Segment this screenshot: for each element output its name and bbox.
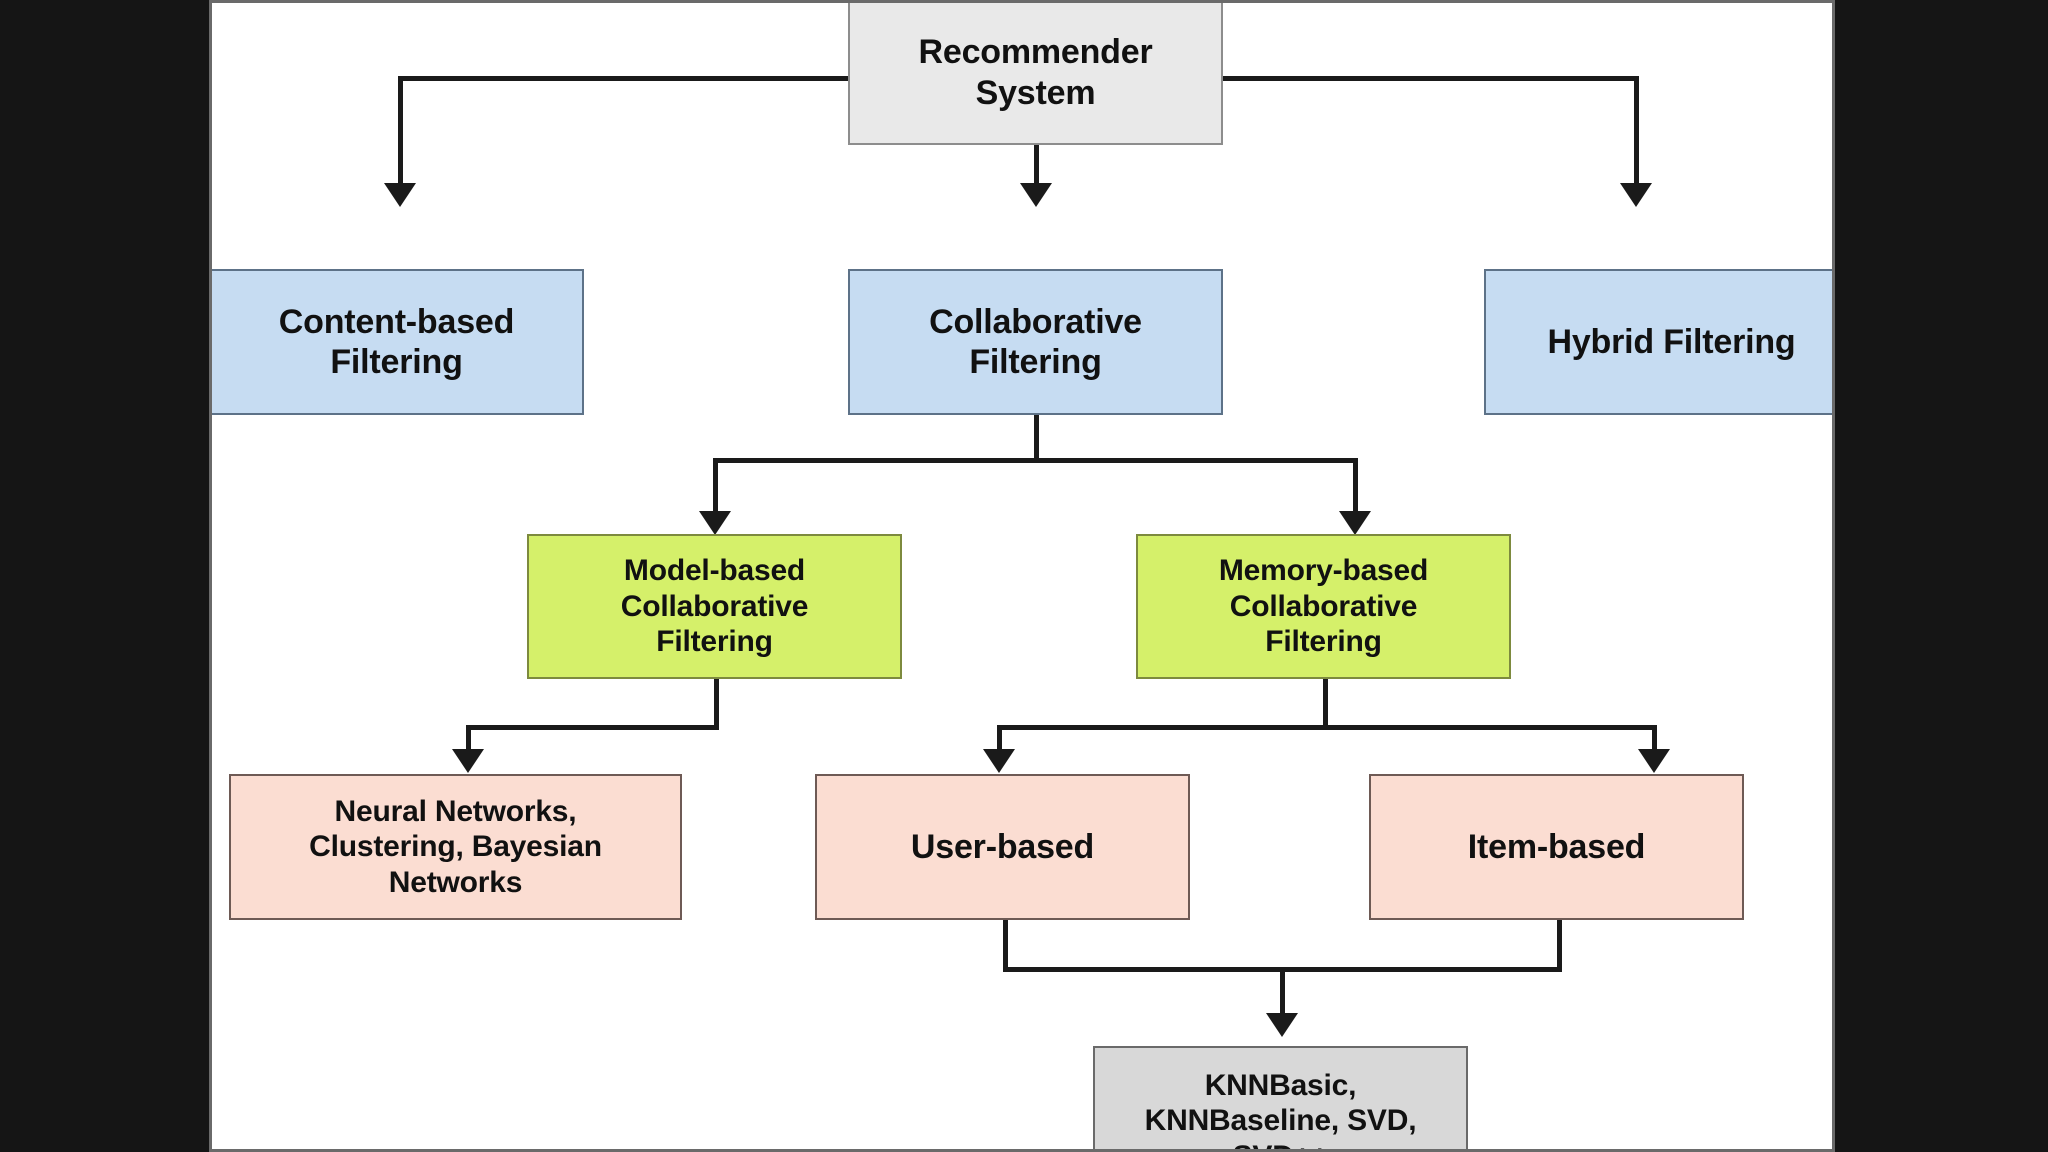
diagram-canvas: Recommender System Content-based Filteri…: [209, 0, 1835, 1152]
edge-root-to-content-vertical: [398, 76, 403, 186]
node-memory-based-collaborative-filtering[interactable]: Memory-based Collaborative Filtering: [1136, 534, 1511, 679]
edge-root-to-content-arrow: [384, 183, 416, 207]
edge-memory-to-item-arrow: [1638, 749, 1670, 773]
node-collaborative-filtering[interactable]: Collaborative Filtering: [848, 269, 1223, 415]
edge-collaborative-to-memory-arrow: [1339, 511, 1371, 535]
edge-collaborative-to-memory-vertical: [1353, 458, 1358, 513]
node-model-based-collaborative-filtering[interactable]: Model-based Collaborative Filtering: [527, 534, 902, 679]
edge-root-to-collaborative-arrow: [1020, 183, 1052, 207]
edge-root-to-hybrid-vertical: [1634, 76, 1639, 186]
node-neural-networks-clustering-bayesian[interactable]: Neural Networks, Clustering, Bayesian Ne…: [229, 774, 682, 920]
edge-model-to-neural-horizontal: [466, 725, 719, 730]
edge-memory-stem: [1323, 677, 1328, 729]
edge-root-to-collaborative-vertical: [1034, 143, 1039, 186]
edge-memory-to-item-vertical: [1652, 725, 1657, 752]
edge-memory-branch-horizontal: [997, 725, 1657, 730]
edge-memory-to-user-vertical: [997, 725, 1002, 752]
edge-collaborative-to-model-arrow: [699, 511, 731, 535]
edge-model-stem: [714, 677, 719, 729]
edge-item-stem: [1557, 918, 1562, 971]
edge-memory-to-user-arrow: [983, 749, 1015, 773]
node-hybrid-filtering[interactable]: Hybrid Filtering: [1484, 269, 1832, 415]
edge-merge-to-algorithms-arrow: [1266, 1013, 1298, 1037]
edge-collaborative-stem: [1034, 414, 1039, 462]
node-item-based[interactable]: Item-based: [1369, 774, 1744, 920]
edge-collaborative-to-model-vertical: [713, 458, 718, 513]
edge-user-stem: [1003, 918, 1008, 971]
edge-root-to-hybrid-arrow: [1620, 183, 1652, 207]
node-content-based-filtering[interactable]: Content-based Filtering: [212, 269, 584, 415]
edge-model-to-neural-vertical: [466, 725, 471, 752]
edge-model-to-neural-arrow: [452, 749, 484, 773]
node-algorithms[interactable]: KNNBasic, KNNBaseline, SVD, SVD++: [1093, 1046, 1468, 1149]
edge-collaborative-branch-horizontal: [713, 458, 1358, 463]
edge-merge-to-algorithms-vertical: [1280, 967, 1285, 1015]
node-recommender-system[interactable]: Recommender System: [848, 3, 1223, 145]
node-user-based[interactable]: User-based: [815, 774, 1190, 920]
